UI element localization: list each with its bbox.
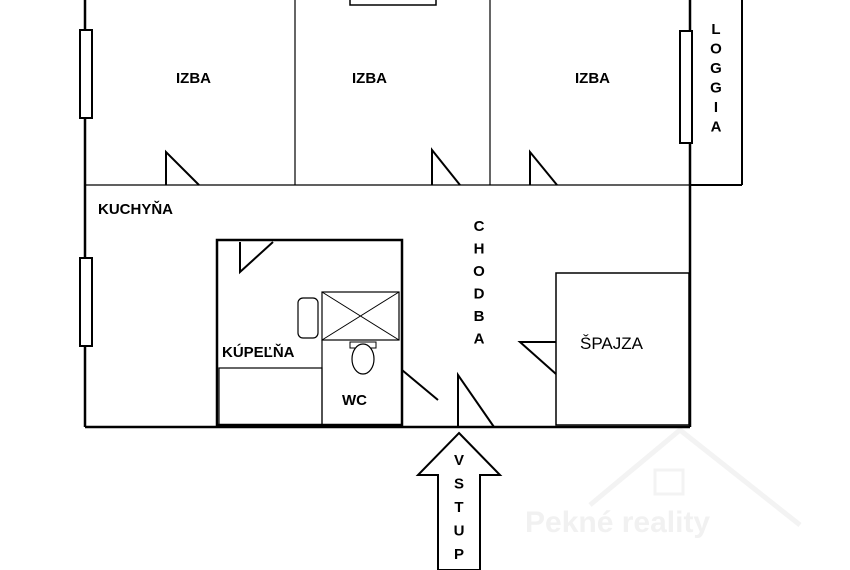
room-labels: IZBA IZBA IZBA KUCHYŇA KÚPEĽŇA WC ŠPAJZA bbox=[98, 70, 644, 409]
door-spajza bbox=[517, 341, 557, 375]
label-kupelna: KÚPEĽŇA bbox=[222, 343, 295, 361]
label-spajza: ŠPAJZA bbox=[580, 334, 644, 353]
bathroom-block bbox=[215, 238, 404, 427]
watermark-window-icon bbox=[653, 468, 685, 496]
watermark: Pekné reality bbox=[525, 426, 802, 539]
door-izba-1 bbox=[165, 149, 200, 186]
door-entrance bbox=[457, 371, 495, 428]
shower-tray bbox=[321, 291, 400, 341]
spajza-outline bbox=[555, 272, 690, 426]
outer-walls bbox=[83, 0, 692, 429]
entrance-arrow-icon bbox=[415, 431, 503, 570]
door-kupelna bbox=[239, 241, 274, 275]
label-kuchyna: KUCHYŇA bbox=[98, 200, 173, 218]
watermark-house-icon bbox=[588, 426, 802, 527]
washbasin bbox=[297, 297, 319, 339]
label-izba-1: IZBA bbox=[176, 70, 211, 87]
door-izba-2 bbox=[431, 147, 461, 186]
bathtub bbox=[218, 367, 323, 426]
window-top-center bbox=[349, 0, 437, 6]
toilet-bowl bbox=[351, 343, 375, 375]
label-izba-3: IZBA bbox=[575, 70, 610, 87]
doors bbox=[165, 147, 558, 428]
door-wc bbox=[401, 367, 439, 401]
label-wc: WC bbox=[342, 392, 367, 409]
window-kuchyna bbox=[79, 257, 93, 347]
loggia bbox=[690, 0, 743, 186]
watermark-text: Pekné reality bbox=[525, 506, 710, 539]
window-loggia bbox=[679, 30, 693, 144]
windows bbox=[79, 0, 693, 347]
door-izba-3 bbox=[529, 149, 558, 186]
shower-cross-b bbox=[321, 291, 400, 341]
label-izba-2: IZBA bbox=[352, 70, 387, 87]
window-izba-left bbox=[79, 29, 93, 119]
partitions bbox=[85, 0, 690, 186]
